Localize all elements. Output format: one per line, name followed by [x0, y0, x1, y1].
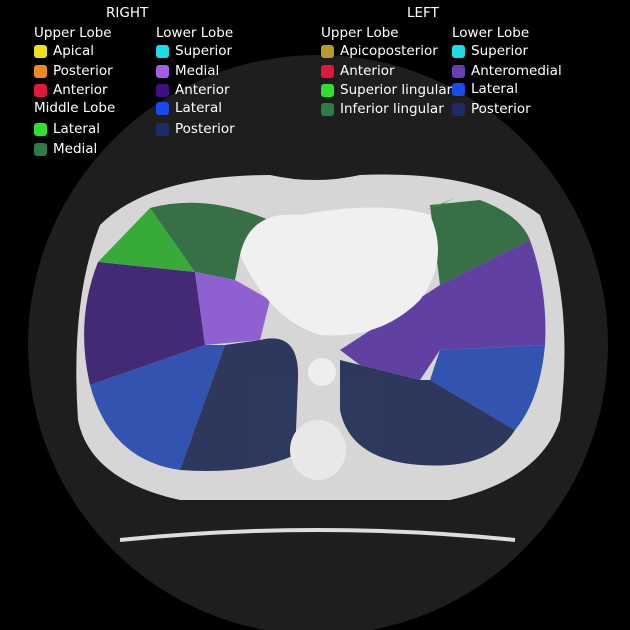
- legend-right-upper-apical: Apical: [34, 43, 94, 59]
- legend-label: Apical: [53, 43, 95, 59]
- swatch: [34, 64, 47, 78]
- swatch: [452, 44, 465, 58]
- left-lower-anteromedial: [340, 240, 546, 380]
- swatch: [156, 101, 169, 115]
- legend-label: Lateral: [471, 81, 518, 97]
- left-title: LEFT: [407, 5, 439, 21]
- right-middle-lateral: [98, 208, 195, 272]
- legend-label: Medial: [53, 141, 98, 157]
- table: [119, 528, 516, 542]
- right-lung: [84, 202, 299, 471]
- legend-label: Inferior lingular: [340, 101, 444, 117]
- legend-label: Anterior: [175, 82, 230, 98]
- right-upper-header: Upper Lobe: [34, 25, 112, 41]
- legend-left-upper-inferior-lingular: Inferior lingular: [321, 101, 444, 117]
- right-lower-anterior: [84, 262, 205, 385]
- legend-left-upper-apicoposterior: Apicoposterior: [321, 43, 438, 59]
- legend-label: Superior: [175, 43, 233, 59]
- swatch: [321, 102, 334, 116]
- right-lower-medial: [195, 272, 270, 345]
- left-superior-lingular: [425, 198, 455, 210]
- swatch: [34, 44, 47, 58]
- swatch: [34, 142, 47, 156]
- right-middle-header: Middle Lobe: [34, 100, 116, 116]
- legend-label: Anterior: [53, 82, 108, 98]
- legend-left-lower-superior: Superior: [452, 43, 528, 59]
- swatch: [321, 64, 334, 78]
- legend-label: Lateral: [53, 121, 100, 137]
- legend-right-upper-posterior: Posterior: [34, 63, 113, 79]
- legend-label: Posterior: [471, 101, 531, 117]
- legend-label: Lateral: [175, 100, 222, 116]
- legend-right-upper-anterior: Anterior: [34, 82, 108, 98]
- legend-label: Superior: [471, 43, 529, 59]
- left-lower-lateral: [430, 345, 545, 430]
- swatch: [452, 82, 465, 96]
- swatch: [156, 64, 169, 78]
- legend-label: Posterior: [175, 121, 235, 137]
- swatch: [156, 83, 169, 97]
- legend-left-lower-anteromedial: Anteromedial: [452, 63, 562, 79]
- right-title: RIGHT: [106, 5, 149, 21]
- left-upper-header: Upper Lobe: [321, 25, 399, 41]
- left-lung: [340, 198, 546, 466]
- legend-label: Medial: [175, 63, 220, 79]
- legend-left-lower-lateral: Lateral: [452, 81, 518, 97]
- left-inferior-lingular: [430, 200, 530, 285]
- legend-label: Posterior: [53, 63, 113, 79]
- swatch: [452, 64, 465, 78]
- legend-right-lower-lateral: Lateral: [156, 100, 222, 116]
- swatch: [452, 102, 465, 116]
- right-lower-posterior: [180, 338, 299, 471]
- legend-label: Superior lingular: [340, 82, 453, 98]
- aorta: [308, 358, 336, 386]
- swatch: [34, 122, 47, 136]
- legend-right-middle-medial: Medial: [34, 141, 97, 157]
- spine: [290, 420, 346, 480]
- legend-right-lower-superior: Superior: [156, 43, 232, 59]
- swatch: [156, 122, 169, 136]
- swatch: [321, 83, 334, 97]
- left-lower-header: Lower Lobe: [452, 25, 530, 41]
- right-middle-medial: [150, 202, 280, 280]
- legend-left-lower-posterior: Posterior: [452, 101, 531, 117]
- swatch: [34, 83, 47, 97]
- swatch: [156, 44, 169, 58]
- heart: [240, 207, 438, 336]
- legend-right-lower-posterior: Posterior: [156, 121, 235, 137]
- legend-right-lower-medial: Medial: [156, 63, 219, 79]
- legend-label: Anteromedial: [471, 63, 562, 79]
- legend-right-middle-lateral: Lateral: [34, 121, 100, 137]
- swatch: [321, 44, 334, 58]
- left-lower-posterior: [340, 360, 515, 466]
- legend-right-lower-anterior: Anterior: [156, 82, 230, 98]
- legend-left-upper-anterior: Anterior: [321, 63, 395, 79]
- right-lower-header: Lower Lobe: [156, 25, 234, 41]
- legend-label: Apicoposterior: [340, 43, 438, 59]
- legend-left-upper-superior-lingular: Superior lingular: [321, 82, 452, 98]
- legend-label: Anterior: [340, 63, 395, 79]
